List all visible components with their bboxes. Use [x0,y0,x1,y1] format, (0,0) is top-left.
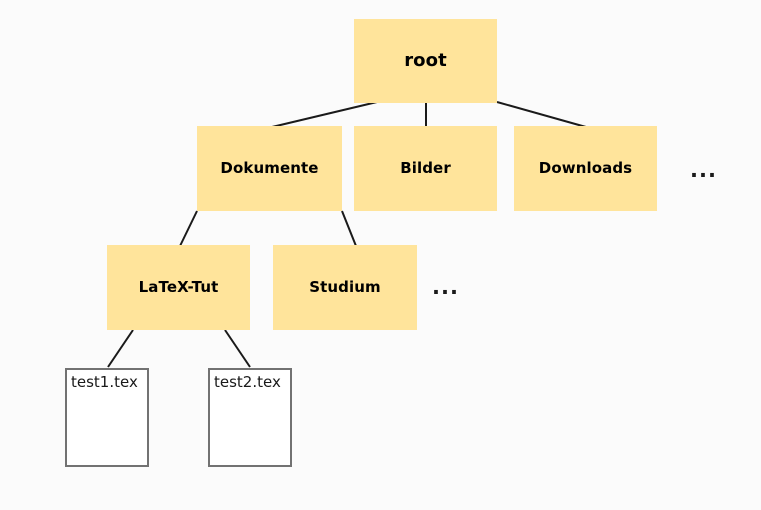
node-label-root: root [404,50,447,72]
node-label-bilder: Bilder [400,159,451,178]
node-label-test1: test1.tex [71,373,138,391]
tree-edge-root-to-dokumente [271,101,378,128]
folder-node-bilder[interactable]: Bilder [354,126,497,211]
node-label-studium: Studium [309,278,381,297]
tree-edge-root-to-downloads [496,101,587,128]
ellipsis-level2: ... [432,275,459,299]
node-label-dokumente: Dokumente [220,159,319,178]
ellipsis-level1: ... [690,158,717,182]
tree-edge-dokumente-to-studium [341,210,357,247]
tree-edge-latex-tut-to-test1 [107,329,134,368]
node-label-latex-tut: LaTeX-Tut [138,278,219,297]
folder-node-root[interactable]: root [354,19,497,103]
file-node-test2[interactable]: test2.tex [208,368,292,467]
folder-node-downloads[interactable]: Downloads [514,126,657,211]
tree-edge-dokumente-to-latex-tut [179,210,198,247]
folder-node-studium[interactable]: Studium [273,245,417,330]
node-label-downloads: Downloads [538,159,633,178]
file-node-test1[interactable]: test1.tex [65,368,149,467]
folder-node-dokumente[interactable]: Dokumente [197,126,342,211]
node-label-test2: test2.tex [214,373,281,391]
folder-node-latex-tut[interactable]: LaTeX-Tut [107,245,250,330]
tree-edge-latex-tut-to-test2 [224,329,251,368]
